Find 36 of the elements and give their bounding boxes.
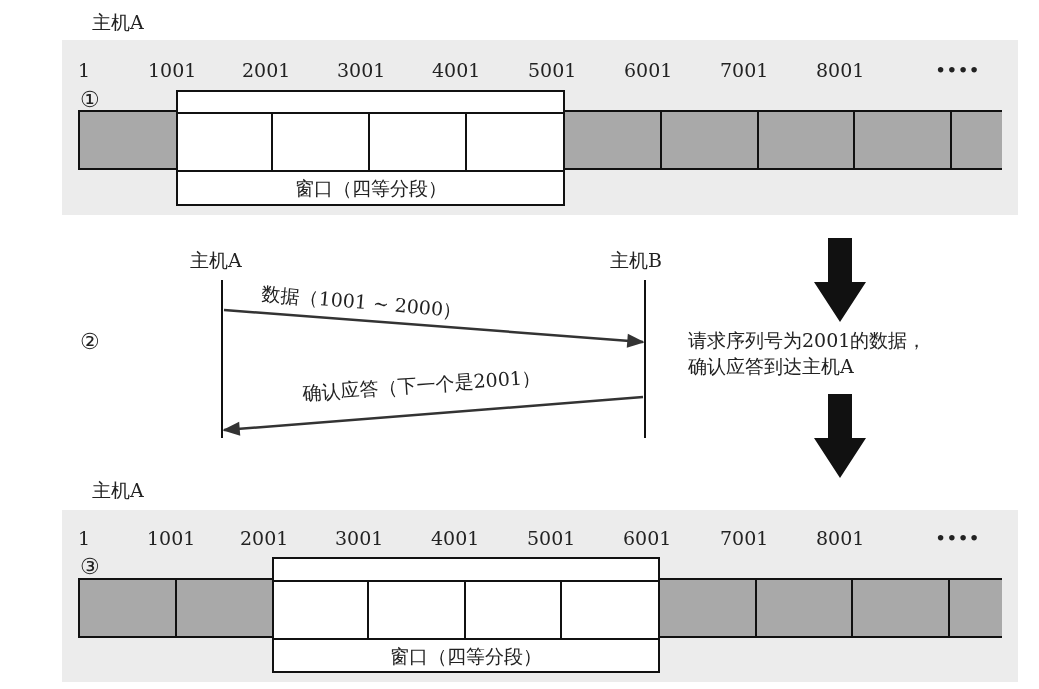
step-number: ③ [80,555,100,580]
sequence-number: 8001 [816,528,865,549]
sequence-number: 6001 [624,60,673,81]
edge-label: 数据（1001 ~ 2000） [261,283,463,322]
host-label: 主机B [610,250,662,271]
window-box [272,557,660,673]
message-arrow [222,395,644,436]
sequence-number: 8001 [816,60,865,81]
sequence-number: •••• [935,528,980,549]
sequence-number: 5001 [527,528,576,549]
sequence-number: 6001 [623,528,672,549]
edge-label: 确认应答（下一个是2001） [302,366,542,404]
window-caption: 窗口（四等分段） [389,644,543,669]
sequence-number: 7001 [720,528,769,549]
host-label: 主机A [190,250,242,271]
host-label: 主机A [92,480,144,501]
sequence-number: 1001 [147,528,196,549]
sequence-number: 1 [78,528,91,549]
sequence-number: 2001 [242,60,291,81]
sequence-number: 3001 [337,60,386,81]
sequence-number: •••• [935,60,980,81]
sequence-number: 3001 [335,528,384,549]
host-label: 主机A [92,12,144,33]
step-number: ① [80,88,100,113]
step-number: ② [80,330,100,355]
sequence-number: 4001 [432,60,481,81]
message-arrow [223,308,645,348]
sequence-number: 4001 [431,528,480,549]
sequence-number: 2001 [240,528,289,549]
sequence-number: 5001 [528,60,577,81]
sequence-number: 1001 [148,60,197,81]
window-box [176,90,565,206]
sequence-number: 1 [78,60,91,81]
window-caption: 窗口（四等分段） [293,176,448,201]
sequence-number: 7001 [720,60,769,81]
note-text: 请求序列号为2001的数据，确认应答到达主机A [688,328,928,379]
